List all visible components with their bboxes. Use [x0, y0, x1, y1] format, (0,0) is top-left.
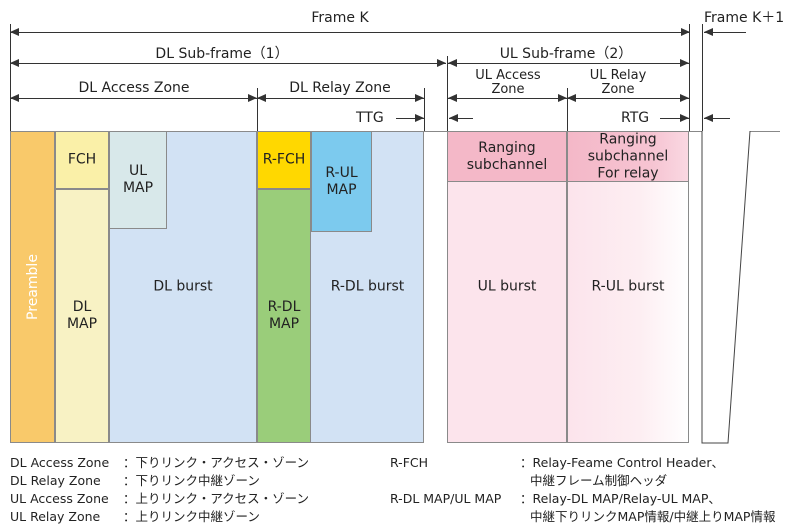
dl-subframe-arrow	[10, 59, 446, 67]
legend-term: R-FCH	[390, 455, 429, 470]
legend-item-dl-access: DL Access Zone ：下りリンク・アクセス・ゾーン	[10, 454, 309, 472]
rtg-arrow-right	[704, 114, 730, 122]
r-dl-map-block: R-DL MAP	[257, 189, 311, 443]
legend-desc: 中継下りリンクMAP情報/中継上りMAP情報	[530, 509, 776, 524]
r-dl-map-label: R-DL MAP	[267, 299, 301, 332]
dl-map-block: DL MAP	[55, 189, 109, 443]
r-ul-map-label: R-UL MAP	[325, 164, 358, 198]
ttg-arrow-right	[449, 114, 473, 122]
legend-term: DL Relay Zone	[10, 473, 101, 488]
ul-subframe-arrow	[448, 59, 689, 67]
ul-zone-boundary-tick	[567, 88, 568, 132]
dl-relay-zone-arrow	[257, 94, 424, 102]
legend-term: DL Access Zone	[10, 455, 110, 470]
dl-relay-end-tick	[424, 88, 425, 132]
dl-zone-boundary-tick	[257, 88, 258, 132]
ul-burst-block: UL burst	[447, 131, 567, 443]
dl-burst-label: DL burst	[153, 278, 213, 295]
ul-relay-zone-label: UL Relay Zone	[589, 68, 647, 97]
legend-item-ul-access: UL Access Zone ：上りリンク・アクセス・ゾーン	[10, 490, 309, 508]
frame-k1-arrow	[704, 28, 746, 36]
legend-right: R-FCH ：Relay-Feame Control Header、 中継フレーム…	[390, 454, 775, 526]
legend-term: UL Relay Zone	[10, 509, 101, 524]
legend-left: DL Access Zone ：下りリンク・アクセス・ゾーン DL Relay Z…	[10, 454, 309, 526]
legend-item-ul-relay: UL Relay Zone ：上りリンク中継ゾーン	[10, 508, 309, 526]
frame-k-end-tick	[689, 24, 690, 132]
legend-desc: ：下りリンク中継ゾーン	[123, 473, 260, 488]
ranging-relay-block: Ranging subchannel For relay	[567, 131, 689, 182]
dl-access-zone-label: DL Access Zone	[78, 80, 190, 96]
ul-access-zone-arrow	[448, 94, 567, 102]
dl-relay-zone-label: DL Relay Zone	[289, 80, 391, 96]
legend-desc: ：Relay-DL MAP/Relay-UL MAP、	[520, 491, 721, 506]
fch-label: FCH	[67, 151, 97, 168]
ul-relay-zone-arrow	[567, 94, 689, 102]
legend-item-r-fch: R-FCH ：Relay-Feame Control Header、	[390, 454, 775, 472]
frame-k-arrow	[10, 28, 690, 36]
legend-desc: ：上りリンク・アクセス・ゾーン	[123, 491, 310, 506]
legend-item-r-map-jp: 中継下りリンクMAP情報/中継上りMAP情報	[390, 508, 775, 526]
preamble-label: Preamble	[24, 254, 41, 320]
legend-term: R-DL MAP/UL MAP	[390, 491, 502, 506]
frame-k1-tick	[702, 24, 703, 132]
rtg-label: RTG	[621, 110, 650, 126]
r-ul-burst-label: R-UL burst	[591, 278, 665, 295]
legend-desc: ：下りリンク・アクセス・ゾーン	[123, 455, 310, 470]
legend-desc: 中継フレーム制御ヘッダ	[530, 473, 668, 488]
rtg-arrow	[660, 114, 689, 122]
dl-subframe-label: DL Sub-frame（1）	[155, 46, 289, 62]
preamble-block: Preamble	[10, 131, 55, 443]
legend-item-dl-relay: DL Relay Zone ：下りリンク中継ゾーン	[10, 472, 309, 490]
ul-map-label: UL MAP	[122, 163, 154, 196]
r-dl-burst-label: R-DL burst	[330, 278, 405, 295]
legend-item-r-map: R-DL MAP/UL MAP ：Relay-DL MAP/Relay-UL MA…	[390, 490, 775, 508]
ul-subframe-label: UL Sub-frame（2）	[499, 46, 633, 62]
frame-k1-outline	[701, 130, 751, 444]
ttg-label: TTG	[356, 110, 384, 126]
r-ul-map-block: R-UL MAP	[311, 131, 372, 232]
dl-ul-boundary-tick	[447, 56, 448, 132]
ul-burst-label: UL burst	[477, 278, 537, 295]
fch-block: FCH	[55, 131, 109, 189]
dl-map-label: DL MAP	[66, 299, 98, 332]
r-ul-burst-block: R-UL burst	[567, 131, 689, 443]
legend-term: UL Access Zone	[10, 491, 109, 506]
ranging-subchannel-label: Ranging subchannel	[466, 139, 548, 173]
legend-desc: ：Relay-Feame Control Header、	[520, 455, 725, 470]
legend-desc: ：上りリンク中継ゾーン	[123, 509, 260, 524]
r-fch-block: R-FCH	[257, 131, 311, 189]
ranging-relay-label: Ranging subchannel For relay	[587, 131, 669, 181]
frame-k-start-tick	[10, 24, 11, 132]
frame-k-label: Frame K	[311, 10, 369, 26]
ranging-subchannel-block: Ranging subchannel	[447, 131, 567, 182]
ttg-arrow	[396, 114, 424, 122]
frame-k1-label: Frame K＋1	[704, 10, 785, 26]
r-fch-label: R-FCH	[262, 151, 306, 168]
dl-access-zone-arrow	[10, 94, 257, 102]
ul-map-block: UL MAP	[109, 131, 167, 229]
ul-access-zone-label: UL Access Zone	[475, 68, 541, 97]
legend-item-r-fch-jp: 中継フレーム制御ヘッダ	[390, 472, 775, 490]
